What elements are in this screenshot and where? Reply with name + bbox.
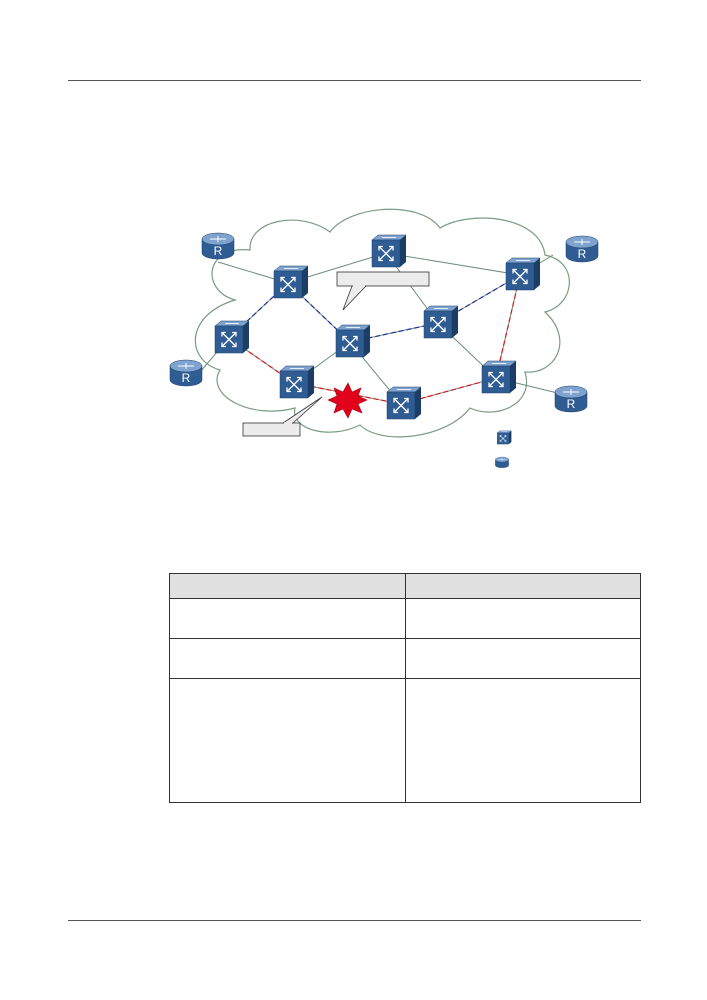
router-icon: R bbox=[565, 235, 599, 263]
table-header-cell bbox=[404, 573, 641, 599]
switch-icon bbox=[496, 430, 512, 445]
callout-bottom bbox=[242, 396, 323, 437]
legend bbox=[495, 430, 512, 469]
table-cell bbox=[404, 638, 641, 679]
router-icon: R bbox=[169, 359, 203, 387]
switch-icon bbox=[423, 305, 459, 339]
table-cell bbox=[169, 638, 406, 679]
header-rule bbox=[68, 80, 641, 81]
switch-icon bbox=[279, 365, 315, 399]
table-cell bbox=[169, 678, 406, 803]
table-row bbox=[169, 598, 641, 639]
switch-icon bbox=[335, 324, 371, 358]
switch-icon bbox=[481, 360, 517, 394]
network-diagram: R R R R bbox=[165, 195, 615, 480]
svg-text:R: R bbox=[578, 247, 587, 261]
table-row bbox=[169, 638, 641, 679]
fault-burst-icon bbox=[327, 382, 368, 419]
table-cell bbox=[404, 598, 641, 639]
svg-text:R: R bbox=[214, 244, 223, 258]
table-cell bbox=[404, 678, 641, 803]
network-cloud bbox=[194, 208, 570, 438]
backup-path bbox=[228, 274, 521, 405]
switch-icon bbox=[505, 257, 541, 291]
svg-text:R: R bbox=[182, 371, 191, 385]
router-icon bbox=[495, 456, 509, 469]
footer-rule bbox=[68, 920, 641, 921]
switch-icon bbox=[273, 265, 309, 299]
router-icon: R bbox=[554, 385, 588, 413]
switch-icon bbox=[371, 234, 407, 268]
table-header-row bbox=[169, 573, 641, 599]
switch-icon bbox=[214, 320, 250, 354]
parameter-table bbox=[169, 573, 641, 803]
table-cell bbox=[169, 598, 406, 639]
callout-top bbox=[336, 271, 430, 311]
svg-text:R: R bbox=[567, 397, 576, 411]
switch-icon bbox=[386, 386, 422, 420]
table-row bbox=[169, 678, 641, 803]
router-icon: R bbox=[201, 232, 235, 260]
table-header-cell bbox=[169, 573, 406, 599]
